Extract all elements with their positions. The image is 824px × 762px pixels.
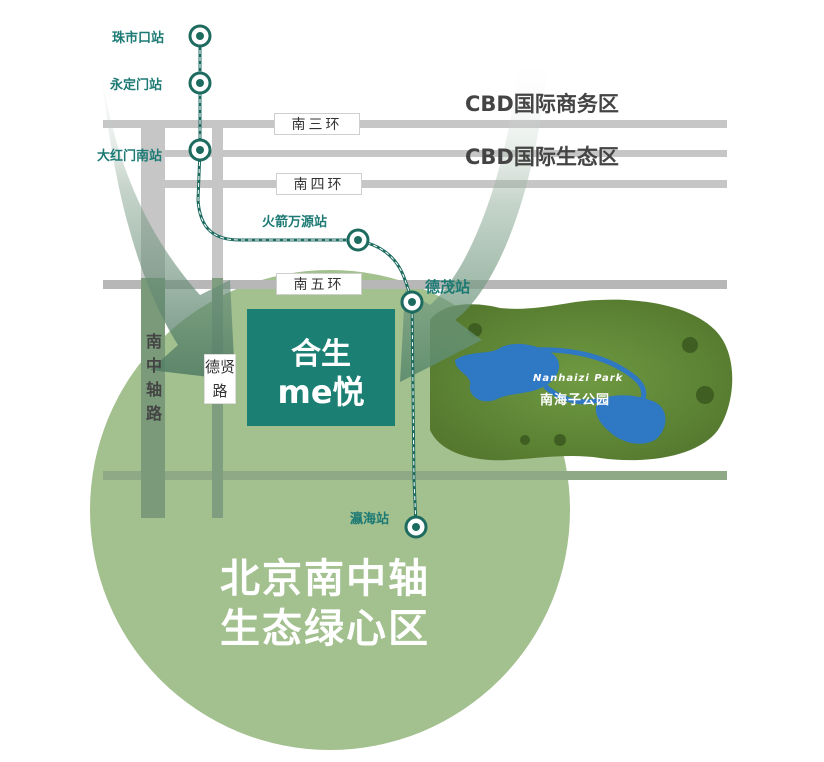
ring-road-4-label: 南四环 bbox=[276, 173, 362, 195]
park-tree bbox=[696, 386, 714, 404]
district-title-line1: 北京南中轴 bbox=[220, 556, 430, 602]
park-name-cn: 南海子公园 bbox=[540, 393, 611, 408]
metro-line bbox=[196, 36, 418, 526]
station-label-yinghai: 瀛海站 bbox=[350, 512, 390, 527]
park-name-en: Nanhaizi Park bbox=[533, 373, 624, 384]
dexian-road-label: 德贤路 bbox=[204, 354, 236, 404]
park-tree bbox=[682, 337, 698, 353]
station-marker-yongdingmen bbox=[188, 71, 212, 95]
station-label-demao: 德茂站 bbox=[425, 278, 471, 296]
station-label-huojianwanyuan: 火箭万源站 bbox=[262, 215, 328, 230]
ring-road-5-label: 南五环 bbox=[276, 273, 362, 295]
station-label-yongdingmen: 永定门站 bbox=[110, 78, 163, 93]
south-axis-road-label: 南中轴路 bbox=[145, 332, 162, 423]
project-box: 合生 me悦 bbox=[247, 309, 395, 426]
station-marker-yinghai bbox=[404, 515, 428, 539]
ring-road-3b bbox=[160, 150, 727, 157]
station-marker-huojianwanyuan bbox=[346, 228, 370, 252]
park-tree bbox=[554, 434, 566, 446]
cbd-business-zone-label: CBD国际商务区 bbox=[465, 92, 619, 116]
project-name-line1: 合生 bbox=[291, 337, 351, 372]
park-lake-1 bbox=[455, 343, 560, 402]
ring-road-3 bbox=[103, 120, 727, 128]
park-tree bbox=[520, 435, 530, 445]
ring-road-4 bbox=[160, 180, 727, 188]
arrow-left bbox=[100, 60, 235, 380]
station-marker-zhushikou bbox=[188, 24, 212, 48]
project-name-line2: me悦 bbox=[277, 373, 365, 411]
ring-road-5 bbox=[103, 280, 727, 289]
station-label-zhushikou: 珠市口站 bbox=[112, 31, 165, 46]
district-title-line2: 生态绿心区 bbox=[220, 606, 430, 652]
arrow-right bbox=[400, 60, 548, 382]
cbd-ecology-zone-label: CBD国际生态区 bbox=[465, 145, 619, 169]
station-label-dahongmen-south: 大红门南站 bbox=[97, 149, 163, 164]
park-lake-2 bbox=[595, 395, 666, 444]
park-river bbox=[499, 347, 647, 407]
dexian-road-top bbox=[212, 128, 223, 278]
station-marker-demao bbox=[400, 290, 424, 314]
station-marker-dahongmen-south bbox=[188, 138, 212, 162]
ring-road-3-label: 南三环 bbox=[274, 113, 360, 135]
